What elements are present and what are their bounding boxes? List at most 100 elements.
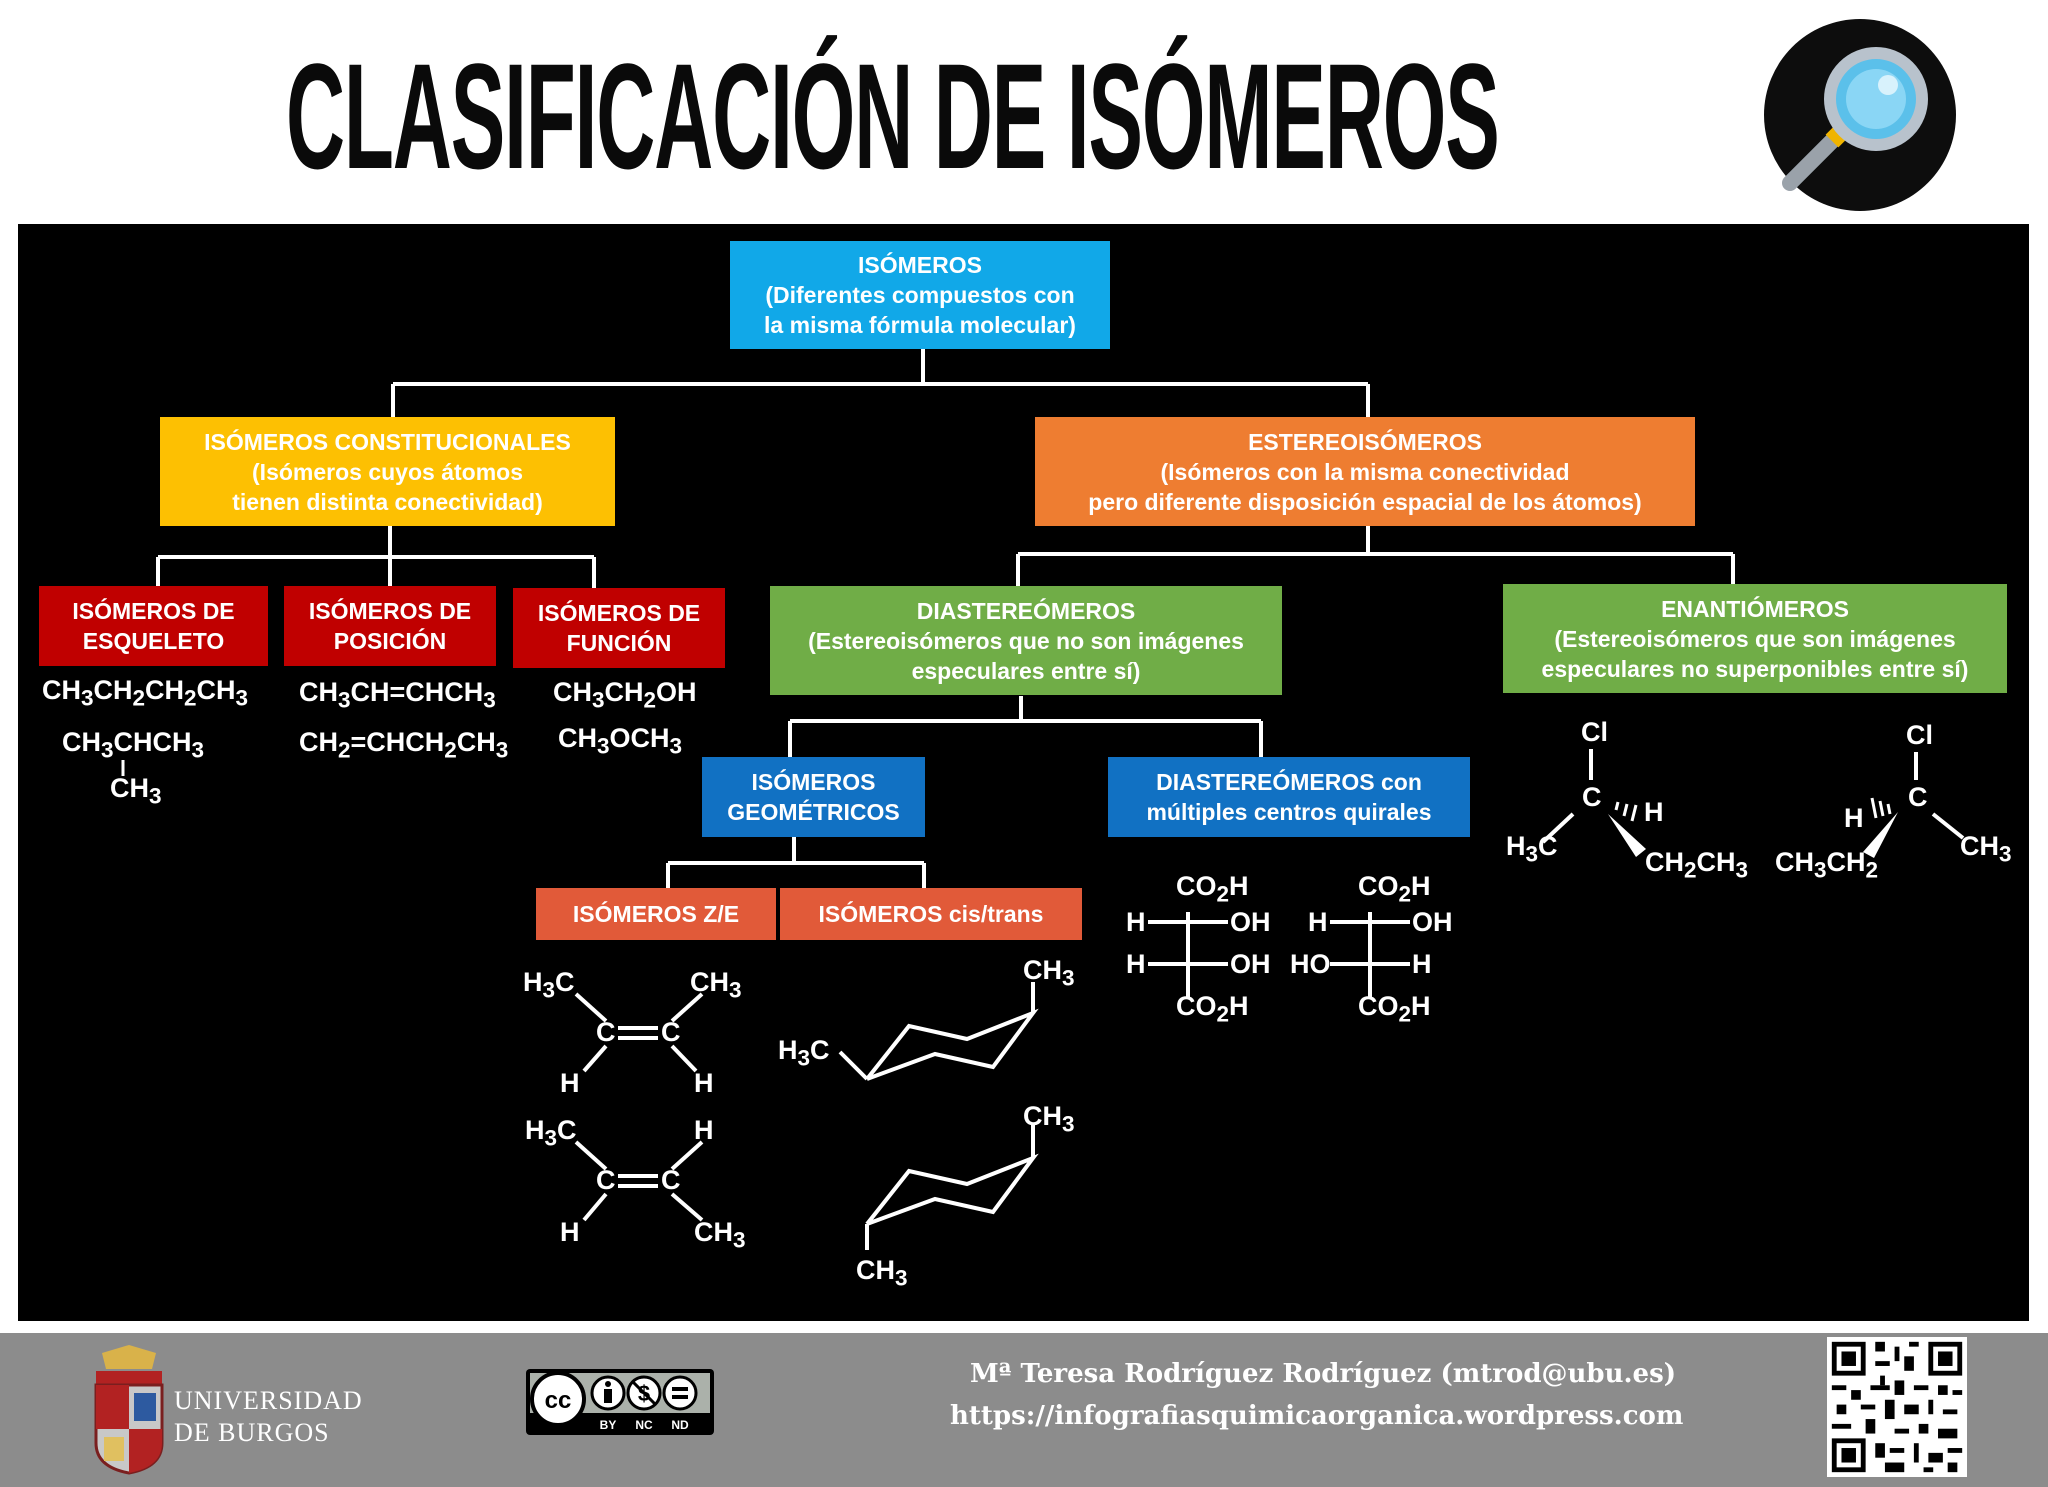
fischer1-co2h-top: CO2H bbox=[1176, 871, 1249, 907]
node-function-line: FUNCIÓN bbox=[566, 630, 672, 656]
enantiomer1-c: C bbox=[1582, 782, 1602, 812]
university-crest-icon bbox=[94, 1345, 164, 1475]
formula-isobutane: CH3CHCH3 bbox=[62, 727, 205, 763]
node-diastereomers-line: especulares entre sí) bbox=[911, 657, 1141, 684]
node-constitutional-isomers: ISÓMEROS CONSTITUCIONALES (Isómeros cuyo… bbox=[160, 417, 615, 526]
enantiomer2-ch3: CH3 bbox=[1960, 831, 2012, 867]
node-diastereomers-line: DIASTEREÓMEROS bbox=[916, 597, 1136, 624]
node-position-isomers: ISÓMEROS DE POSICIÓN bbox=[284, 586, 496, 666]
page-title-text: CLASIFICACIÓN DE ISÓMEROS bbox=[286, 32, 1500, 200]
node-isomers-line: (Diferentes compuestos con bbox=[765, 282, 1075, 308]
ze2-atom-c2: C bbox=[661, 1165, 681, 1195]
formula-isobutane-methyl: CH3 bbox=[110, 773, 162, 809]
creative-commons-license-icon: cc $ BY NC ND bbox=[526, 1369, 714, 1435]
node-enantiomers-line: ENANTIÓMEROS bbox=[1661, 595, 1849, 622]
enantiomer1-cl: Cl bbox=[1581, 717, 1608, 747]
node-geometric-line: GEOMÉTRICOS bbox=[727, 799, 900, 825]
fischer1-oh2: OH bbox=[1230, 949, 1271, 979]
ze-atom-c1: C bbox=[596, 1017, 616, 1047]
node-enantiomers-line: (Estereoisómeros que son imágenes bbox=[1554, 625, 1956, 652]
node-ze-line: ISÓMEROS Z/E bbox=[572, 901, 740, 927]
fischer1-h2: H bbox=[1126, 949, 1146, 979]
node-diastereomers-line: (Estereoisómeros que no son imágenes bbox=[808, 627, 1244, 654]
node-isomers-line: ISÓMEROS bbox=[858, 252, 982, 278]
cyclohexane-chairs bbox=[838, 982, 1039, 1250]
ze2-atom-h2: H bbox=[560, 1217, 580, 1247]
diagram-panel: ISÓMEROS (Diferentes compuestos con la m… bbox=[18, 224, 2029, 1321]
author-block: Mª Teresa Rodríguez Rodríguez (mtrod@ubu… bbox=[950, 1353, 1683, 1437]
ze-structures bbox=[574, 992, 704, 1222]
fischer2-h1: H bbox=[1308, 907, 1328, 937]
ze2-atom-h3c: H3C bbox=[525, 1115, 577, 1151]
node-geometric-isomers: ISÓMEROS GEOMÉTRICOS bbox=[702, 757, 925, 837]
page-title: CLASIFICACIÓN DE ISÓMEROS bbox=[286, 36, 1606, 196]
website-url[interactable]: https://infografiasquimicaorganica.wordp… bbox=[950, 1401, 1684, 1431]
cc-label-nc: NC bbox=[635, 1418, 653, 1432]
university-name-line2: DE BURGOS bbox=[174, 1418, 330, 1447]
cc-label-by: BY bbox=[600, 1418, 617, 1432]
enantiomer2-ch3ch2: CH3CH2 bbox=[1775, 847, 1879, 883]
enantiomer1-h3c: H3C bbox=[1506, 831, 1558, 867]
ze2-atom-c1: C bbox=[596, 1165, 616, 1195]
node-skeleton-line: ISÓMEROS DE bbox=[72, 598, 235, 624]
magnifier-icon bbox=[1764, 19, 1956, 211]
ze-atom-h2: H bbox=[694, 1068, 714, 1098]
footer: UNIVERSIDAD DE BURGOS cc $ BY NC ND Mª T… bbox=[0, 1333, 2048, 1487]
university-name-line1: UNIVERSIDAD bbox=[174, 1386, 363, 1415]
university-name: UNIVERSIDAD DE BURGOS bbox=[174, 1385, 363, 1449]
node-cistrans-isomers: ISÓMEROS cis/trans bbox=[780, 888, 1082, 940]
node-geometric-line: ISÓMEROS bbox=[751, 769, 876, 795]
fischer2-ho: HO bbox=[1290, 949, 1331, 979]
node-stereoisomers-line: ESTEREOISÓMEROS bbox=[1248, 428, 1482, 455]
isobutane-bond bbox=[121, 760, 125, 776]
node-isomers: ISÓMEROS (Diferentes compuestos con la m… bbox=[730, 241, 1110, 349]
fischer1-h1: H bbox=[1126, 907, 1146, 937]
svg-text:cc: cc bbox=[545, 1387, 572, 1414]
fischer2-co2h-bottom: CO2H bbox=[1358, 991, 1431, 1027]
node-skeleton-line: ESQUELETO bbox=[82, 628, 225, 654]
fischer1-oh1: OH bbox=[1230, 907, 1271, 937]
node-stereoisomers-line: (Isómeros con la misma conectividad bbox=[1160, 458, 1570, 485]
cc-label-nd: ND bbox=[671, 1418, 689, 1432]
formula-dimethyl-ether: CH3OCH3 bbox=[558, 723, 683, 759]
ze-atom-c2: C bbox=[661, 1017, 681, 1047]
node-cistrans-line: ISÓMEROS cis/trans bbox=[818, 901, 1044, 927]
node-function-isomers: ISÓMEROS DE FUNCIÓN bbox=[513, 588, 725, 668]
qr-code-icon[interactable] bbox=[1827, 1337, 1967, 1477]
node-multi-chiral-line: DIASTEREÓMEROS con bbox=[1156, 769, 1422, 795]
enantiomer-bonds bbox=[1541, 749, 1965, 858]
node-stereoisomers-line: pero diferente disposición espacial de l… bbox=[1088, 488, 1642, 515]
node-isomers-line: la misma fórmula molecular) bbox=[764, 312, 1076, 338]
formula-butane: CH3CH2CH2CH3 bbox=[42, 675, 249, 711]
node-constitutional-line: (Isómeros cuyos átomos bbox=[252, 458, 523, 485]
node-function-line: ISÓMEROS DE bbox=[537, 600, 701, 626]
formula-ethanol: CH3CH2OH bbox=[553, 677, 697, 713]
node-skeleton-isomers: ISÓMEROS DE ESQUELETO bbox=[39, 586, 268, 666]
chair2-ch3-top: CH3 bbox=[1023, 1101, 1075, 1137]
node-position-line: POSICIÓN bbox=[333, 628, 447, 654]
enantiomer1-h: H bbox=[1644, 797, 1664, 827]
enantiomer2-cl: Cl bbox=[1906, 720, 1933, 750]
node-multi-chiral-line: múltiples centros quirales bbox=[1146, 799, 1432, 825]
fischer-projections bbox=[1148, 912, 1410, 999]
node-ze-isomers: ISÓMEROS Z/E bbox=[536, 888, 776, 940]
node-enantiomers: ENANTIÓMEROS (Estereoisómeros que son im… bbox=[1503, 584, 2007, 693]
ze-atom-h1: H bbox=[560, 1068, 580, 1098]
fischer1-co2h-bottom: CO2H bbox=[1176, 991, 1249, 1027]
ze2-atom-h: H bbox=[694, 1115, 714, 1145]
formula-1-butene: CH2=CHCH2CH3 bbox=[299, 727, 509, 763]
node-multi-chiral-diastereomers: DIASTEREÓMEROS con múltiples centros qui… bbox=[1108, 757, 1470, 837]
author-name: Mª Teresa Rodríguez Rodríguez (mtrod@ubu… bbox=[970, 1359, 1677, 1389]
ze-atom-h3c: H3C bbox=[523, 967, 575, 1003]
fischer2-h2: H bbox=[1412, 949, 1432, 979]
node-diastereomers: DIASTEREÓMEROS (Estereoisómeros que no s… bbox=[770, 586, 1282, 695]
fischer2-co2h-top: CO2H bbox=[1358, 871, 1431, 907]
node-enantiomers-line: especulares no superponibles entre sí) bbox=[1541, 655, 1969, 682]
formula-2-butene: CH3CH=CHCH3 bbox=[299, 677, 496, 713]
enantiomer1-ch2ch3: CH2CH3 bbox=[1645, 847, 1749, 883]
ze-atom-ch3: CH3 bbox=[690, 967, 742, 1003]
chair1-h3c: H3C bbox=[778, 1035, 830, 1071]
chair1-ch3: CH3 bbox=[1023, 955, 1075, 991]
enantiomer2-c: C bbox=[1908, 782, 1928, 812]
connector-lines bbox=[156, 349, 1965, 1250]
